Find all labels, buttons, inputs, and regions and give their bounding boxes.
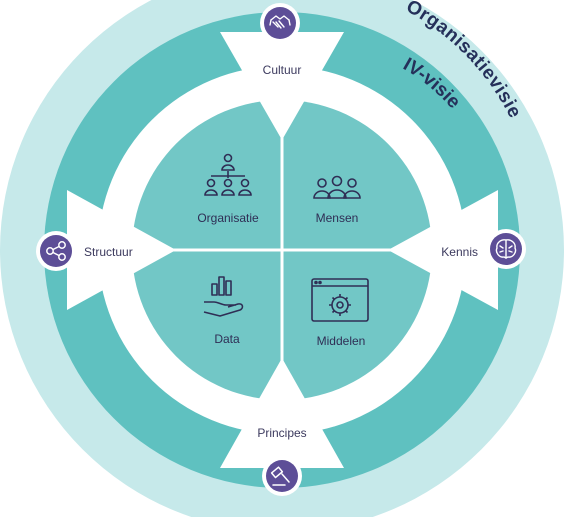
- app-window-gear-icon: [311, 278, 369, 322]
- pointer-label-cultuur: Cultuur: [263, 63, 302, 77]
- quadrant-organisatie: Organisatie: [197, 153, 259, 225]
- badge-principes: [262, 456, 302, 496]
- pointer-label-kennis: Kennis: [441, 245, 478, 259]
- badge-structuur: [36, 231, 76, 271]
- quadrant-label-mensen: Mensen: [316, 211, 359, 225]
- brain-icon: [495, 239, 517, 259]
- badge-kennis: [486, 229, 526, 269]
- hand-chart-icon: [203, 276, 244, 317]
- pointer-cultuur: [220, 32, 344, 140]
- handshake-icon: [269, 15, 291, 29]
- quadrant-data: Data: [203, 276, 244, 346]
- pointer-label-principes: Principes: [257, 426, 306, 440]
- gavel-icon: [270, 466, 290, 486]
- pointer-label-structuur: Structuur: [84, 245, 133, 259]
- people-group-icon: [313, 175, 361, 199]
- badge-cultuur: [260, 3, 300, 43]
- pointer-structuur: [67, 190, 176, 310]
- quadrant-label-organisatie: Organisatie: [197, 211, 259, 225]
- pointer-kennis: [388, 190, 498, 310]
- quadrant-mensen: Mensen: [313, 175, 361, 225]
- quadrant-label-data: Data: [214, 332, 240, 346]
- quadrant-label-middelen: Middelen: [317, 334, 366, 348]
- org-chart-icon: [204, 153, 252, 196]
- share-nodes-icon: [46, 241, 66, 261]
- pointer-principes: [220, 358, 344, 468]
- quadrant-middelen: Middelen: [311, 278, 369, 348]
